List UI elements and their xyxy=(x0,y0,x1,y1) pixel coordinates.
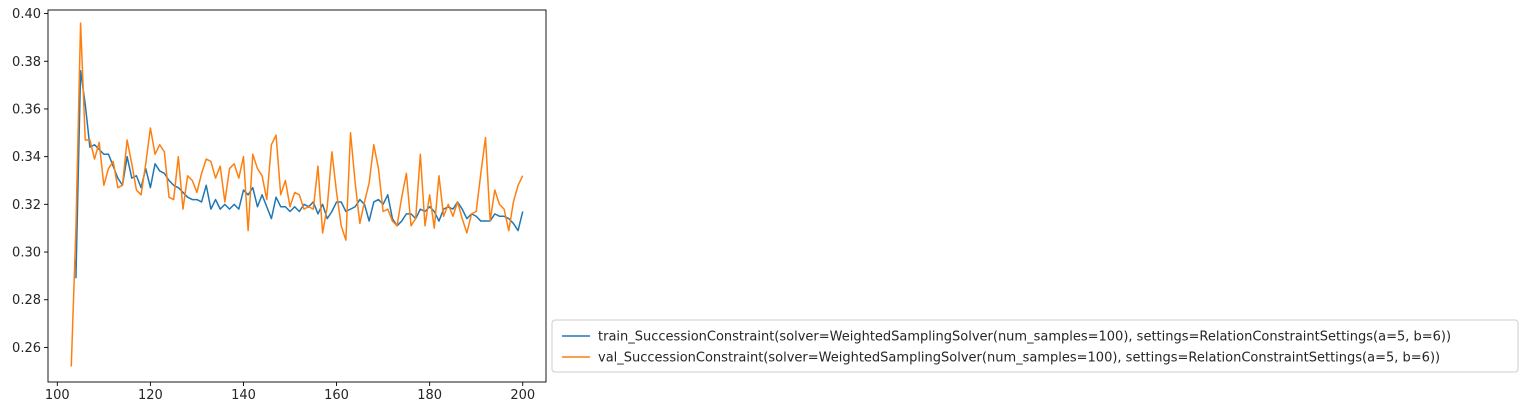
y-tick-label: 0.34 xyxy=(12,150,41,165)
x-tick-label: 160 xyxy=(324,388,349,403)
x-tick-label: 180 xyxy=(417,388,442,403)
legend-box xyxy=(551,319,1519,373)
x-tick-label: 140 xyxy=(231,388,256,403)
axes-layer: 100 120 140 160 180 200 0.26 0.28 0.30 0.32 0.34 0.… xyxy=(12,7,547,403)
legend-label-train: train_SuccessionConstraint(solver=Weight… xyxy=(598,330,1451,345)
y-tick-label: 0.28 xyxy=(12,293,41,308)
y-tick-label: 0.38 xyxy=(12,55,41,70)
plot-frame xyxy=(47,9,547,383)
legend-label-val: val_SuccessionConstraint(solver=Weighted… xyxy=(598,351,1440,366)
legend: train_SuccessionConstraint(solver=Weight… xyxy=(551,319,1519,373)
y-tick-label: 0.26 xyxy=(12,341,41,356)
plot-layer xyxy=(70,22,524,367)
x-tick-label: 120 xyxy=(138,388,163,403)
series-line-val xyxy=(70,22,524,367)
y-tick-label: 0.30 xyxy=(12,246,41,261)
y-tick-label: 0.40 xyxy=(12,7,41,22)
y-tick-label: 0.32 xyxy=(12,198,41,213)
y-tick-label: 0.36 xyxy=(12,102,41,117)
x-tick-label: 200 xyxy=(510,388,535,403)
x-tick-label: 100 xyxy=(45,388,70,403)
series-line-train xyxy=(75,70,524,279)
